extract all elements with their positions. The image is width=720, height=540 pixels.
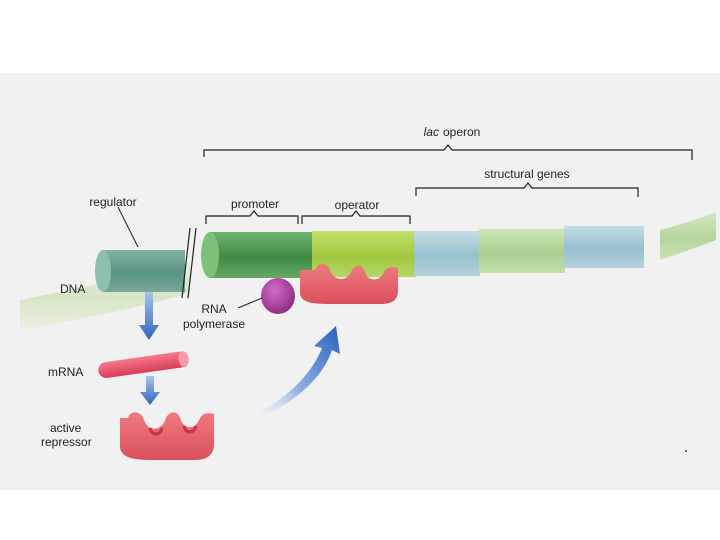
structural-gene-2: [479, 229, 565, 273]
rna-polymerase-label-1: RNA: [201, 302, 226, 316]
rna-polymerase: [261, 278, 295, 314]
promoter-label: promoter: [231, 197, 279, 211]
regulator-label: regulator: [89, 195, 136, 209]
operator-label: operator: [335, 198, 380, 212]
structural-genes-label: structural genes: [484, 167, 569, 181]
regulator-gene: [95, 250, 185, 292]
mrna-label: mRNA: [48, 365, 83, 379]
dna-label: DNA: [60, 282, 85, 296]
active-repressor-label-2: repressor: [41, 435, 92, 449]
active-repressor: [120, 412, 214, 460]
active-repressor-label-1: active: [50, 421, 82, 435]
promoter-gene: [201, 232, 314, 278]
structural-gene-1: [414, 231, 480, 276]
rna-polymerase-label-2: polymerase: [183, 317, 245, 331]
structural-gene-3: [564, 226, 644, 268]
stray-dot: [685, 450, 687, 452]
